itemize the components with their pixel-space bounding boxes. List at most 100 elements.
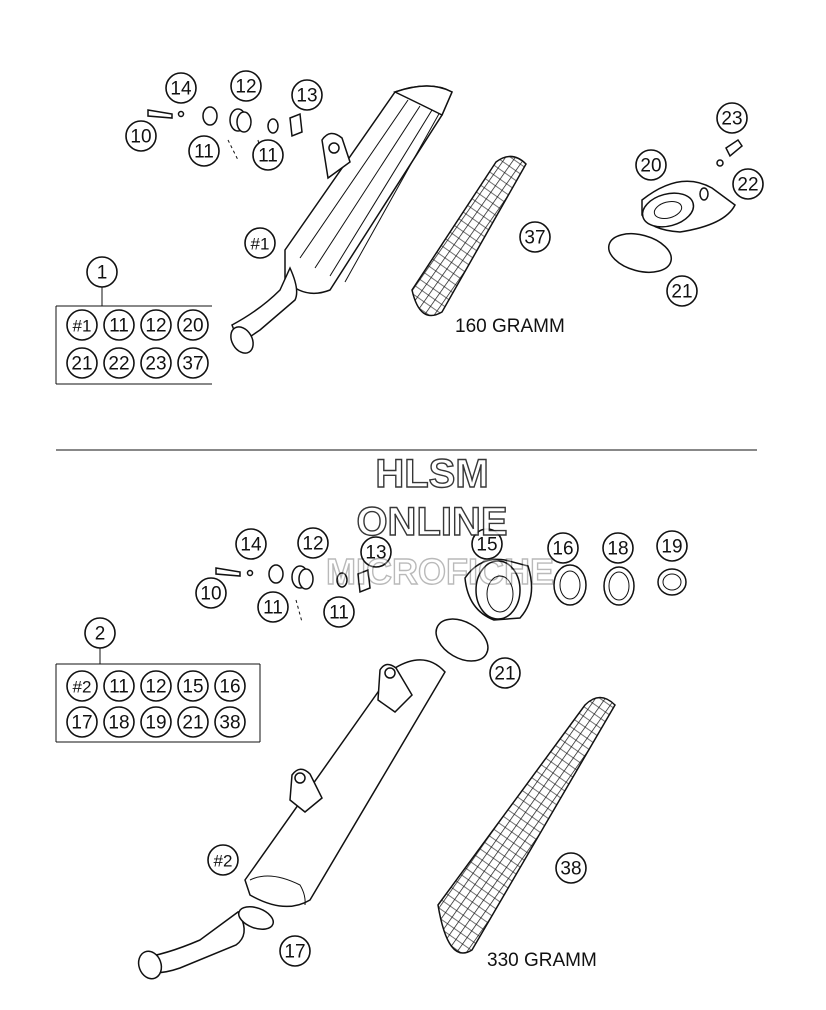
svg-text:14: 14 <box>240 535 262 556</box>
callout-11b-bottom: 11 <box>323 596 355 628</box>
kit-2-item: 19 <box>140 706 172 738</box>
svg-text:10: 10 <box>130 127 151 148</box>
washer-22-drawing <box>716 159 724 167</box>
kit-1-item: 11 <box>103 309 135 341</box>
svg-text:12: 12 <box>235 77 256 98</box>
callout-21-top: 21 <box>666 275 698 307</box>
callout-12-top: 12 <box>230 70 262 102</box>
callout-16: 16 <box>547 532 579 564</box>
svg-text:23: 23 <box>145 354 166 375</box>
ring-19-drawing <box>657 568 687 596</box>
kit-1-item: 22 <box>103 347 135 379</box>
callout-11a-top: 11 <box>188 135 220 167</box>
watermark-line-2: ONLINE <box>356 500 507 544</box>
kit-2-item: 18 <box>103 706 135 738</box>
svg-text:13: 13 <box>296 86 317 107</box>
kit-2-item: 38 <box>214 706 246 738</box>
kit-1-item: 37 <box>177 347 209 379</box>
svg-text:21: 21 <box>182 713 203 734</box>
kit-1-item: 21 <box>66 347 98 379</box>
svg-text:11: 11 <box>109 316 129 337</box>
bottom-hardware <box>215 564 371 623</box>
callout-muffler-2: #2 <box>207 844 239 876</box>
svg-text:38: 38 <box>560 859 581 880</box>
svg-text:#1: #1 <box>251 235 270 254</box>
callout-37: 37 <box>519 221 551 253</box>
svg-text:13: 13 <box>365 543 386 564</box>
bottom-assembly: 330 GRAMM 14 12 13 15 16 18 19 10 11 11 … <box>55 527 688 980</box>
callout-19: 19 <box>656 530 688 562</box>
svg-text:11: 11 <box>194 142 214 163</box>
svg-text:18: 18 <box>607 539 628 560</box>
svg-text:22: 22 <box>737 175 758 196</box>
svg-text:23: 23 <box>721 109 742 130</box>
bolt-23-drawing <box>725 138 743 158</box>
ring-16-drawing <box>553 564 587 606</box>
watermark-line-3: MICROFICHE <box>326 551 554 592</box>
svg-text:#1: #1 <box>73 317 92 336</box>
kit-1-item: #1 <box>66 309 98 341</box>
svg-text:20: 20 <box>640 156 661 177</box>
kit-2-box: 2 #2 11 12 15 16 17 18 19 21 38 <box>55 617 261 743</box>
muffler-2-drawing <box>137 659 446 980</box>
callout-38: 38 <box>555 852 587 884</box>
svg-text:2: 2 <box>95 624 106 645</box>
callout-17: 17 <box>279 935 311 967</box>
insulation-37-drawing <box>411 155 527 317</box>
kit-2-item: #2 <box>66 670 98 702</box>
callout-13-top: 13 <box>291 79 323 111</box>
svg-text:12: 12 <box>145 316 166 337</box>
callout-10-bottom: 10 <box>195 577 227 609</box>
svg-text:21: 21 <box>71 354 92 375</box>
svg-text:12: 12 <box>145 677 166 698</box>
svg-text:#2: #2 <box>73 678 92 697</box>
svg-text:12: 12 <box>302 534 323 555</box>
callout-12-bottom: 12 <box>297 527 329 559</box>
svg-text:11: 11 <box>329 603 349 624</box>
svg-text:19: 19 <box>145 713 166 734</box>
kit-2-item: 17 <box>66 706 98 738</box>
svg-text:38: 38 <box>219 713 240 734</box>
svg-text:10: 10 <box>200 584 221 605</box>
kit-2-item: 16 <box>214 670 246 702</box>
callout-18: 18 <box>602 532 634 564</box>
gasket-21-bottom-drawing <box>435 618 489 662</box>
callout-20-top: 20 <box>635 149 667 181</box>
callout-muffler-1: #1 <box>244 227 276 259</box>
svg-text:16: 16 <box>552 539 573 560</box>
callout-22-top: 22 <box>732 168 764 200</box>
callout-13-bottom: 13 <box>360 536 392 568</box>
callout-14-top: 14 <box>165 72 197 104</box>
watermark: HLSM ONLINE MICROFICHE <box>325 451 554 592</box>
svg-text:15: 15 <box>476 535 497 556</box>
svg-text:14: 14 <box>170 79 192 100</box>
svg-text:17: 17 <box>71 713 92 734</box>
kit-1-item: 20 <box>177 309 209 341</box>
bottom-weight-label: 330 GRAMM <box>487 950 597 971</box>
kit-1-number: 1 <box>86 256 118 288</box>
watermark-line-1: HLSM <box>375 452 488 496</box>
svg-text:#2: #2 <box>214 852 233 871</box>
muffler-1-drawing <box>230 85 453 354</box>
end-cap-20-drawing <box>641 180 736 233</box>
insulation-38-drawing <box>437 696 616 954</box>
svg-text:17: 17 <box>284 942 305 963</box>
end-cap-15-drawing <box>464 558 533 621</box>
callout-21-bottom: 21 <box>489 657 521 689</box>
callout-11a-bottom: 11 <box>257 591 289 623</box>
kit-1-item: 23 <box>140 347 172 379</box>
svg-text:11: 11 <box>258 146 278 167</box>
callout-11b-top: 11 <box>252 139 284 171</box>
callout-14-bottom: 14 <box>235 528 267 560</box>
gasket-21-drawing <box>607 232 673 274</box>
svg-text:18: 18 <box>108 713 129 734</box>
kit-2-item: 12 <box>140 670 172 702</box>
svg-text:11: 11 <box>263 598 283 619</box>
top-assembly: 160 GRAMM 14 12 13 10 11 11 #1 37 23 20 … <box>55 70 764 385</box>
svg-text:15: 15 <box>182 677 203 698</box>
svg-text:16: 16 <box>219 677 240 698</box>
kit-2-item: 11 <box>103 670 135 702</box>
callout-23-top: 23 <box>716 102 748 134</box>
svg-text:19: 19 <box>661 537 682 558</box>
